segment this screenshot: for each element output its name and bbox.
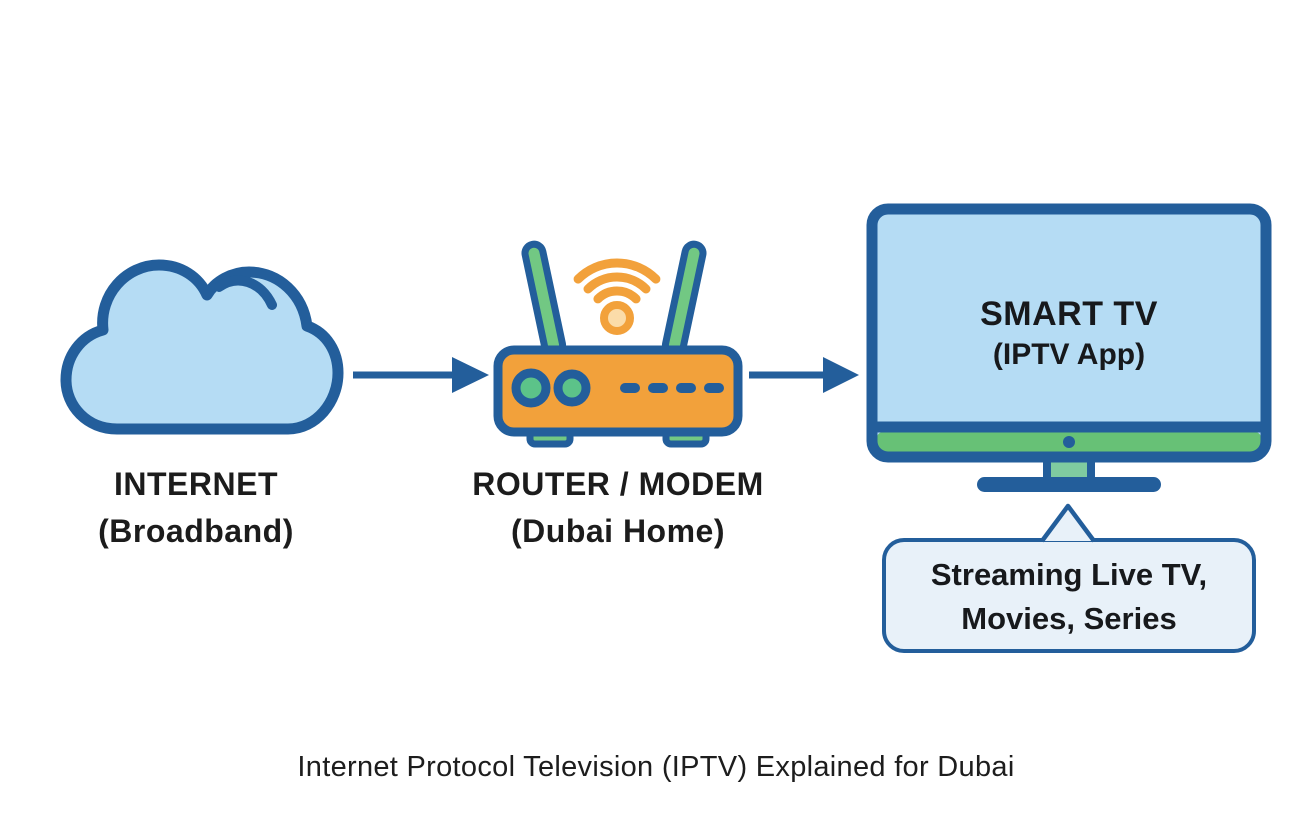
router-sublabel: (Dubai Home) — [511, 513, 725, 549]
arrow-right-icon — [749, 357, 859, 393]
callout-line2: Movies, Series — [961, 601, 1177, 636]
internet-node-label: INTERNET (Broadband) — [21, 461, 371, 555]
wifi-icon — [573, 258, 661, 304]
router-icon — [493, 240, 743, 448]
tv-indicator-dot — [1063, 436, 1075, 448]
tv-icon — [866, 203, 1272, 492]
cloud-icon — [60, 259, 344, 435]
router-label: ROUTER / MODEM — [472, 466, 764, 502]
speech-bubble-pointer-icon — [1040, 503, 1096, 543]
tv-node-label: SMART TV (IPTV App) — [869, 293, 1269, 375]
arrow-right-icon — [353, 357, 489, 393]
router-node-label: ROUTER / MODEM (Dubai Home) — [418, 461, 818, 555]
internet-label: INTERNET — [114, 466, 278, 502]
internet-sublabel: (Broadband) — [98, 513, 294, 549]
callout-line1: Streaming Live TV, — [930, 557, 1208, 592]
diagram-caption: Internet Protocol Television (IPTV) Expl… — [297, 751, 1015, 783]
tv-label: SMART TV — [980, 295, 1158, 333]
tv-sublabel: (IPTV App) — [992, 338, 1146, 371]
streaming-callout-bubble: Streaming Live TV, Movies, Series — [882, 538, 1256, 653]
